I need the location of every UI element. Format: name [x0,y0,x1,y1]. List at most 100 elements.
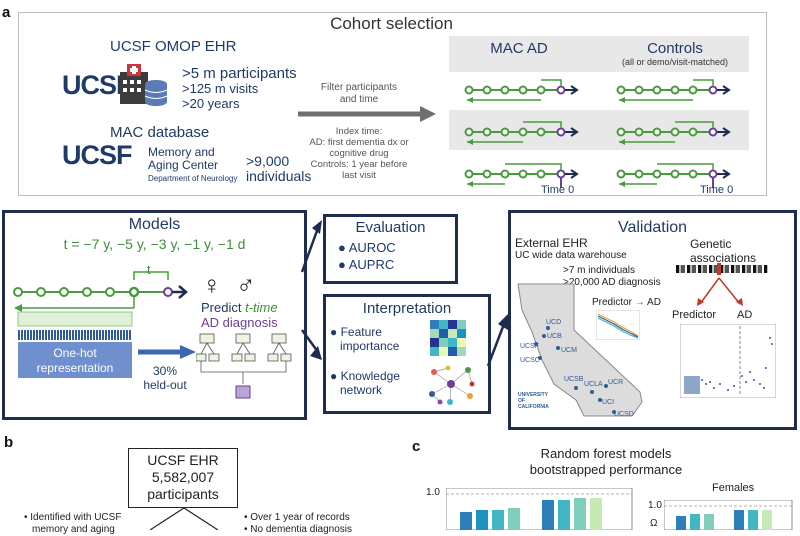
auroc-label: AUROC [348,240,396,255]
validation-title: Validation [617,219,688,236]
onehot-barcode [18,330,132,340]
controls-header: Controls [647,40,703,57]
time0-label-controls: Time 0 [700,184,734,196]
campus-uci: UCI [602,399,614,406]
left-note-line1: • Identified with UCSF [24,512,122,523]
mac-count-line2: individuals [246,168,312,184]
genome-locus-marker [717,263,721,275]
ehr-stat-participants: >5 m participants [182,65,297,82]
campus-ucsc: UCSC [520,357,540,364]
campus-ucr: UCR [608,379,623,386]
models-title: Models [128,216,181,233]
ext-stat-ad: >20,000 AD diagnosis [563,277,661,288]
index-line-4: Controls: 1 year before [310,159,408,170]
right-note-line1: • Over 1 year of records [244,512,350,523]
filter-label: Filter participants and time [300,82,418,106]
females-label: Females [712,482,755,494]
campus-ucd: UCD [546,319,561,326]
panel-c-tick-right: 1.0 [648,500,662,511]
female-symbol: ♀ [202,270,222,300]
evaluation-item-auroc: ● AUROC [338,240,396,255]
panel-b-branch-lines [149,508,219,530]
evaluation-title: Evaluation [355,219,426,236]
mac-name: Memory and Aging Center Department of Ne… [148,146,237,185]
mac-dept: Department of Neurology [148,174,238,183]
index-line-5: last visit [342,170,376,181]
predictor-ad-arrow: → [634,297,645,308]
panel-b-box-line1: UCSF EHR [147,452,219,468]
evaluation-list: ● AUROC ● AUPRC [338,239,396,273]
left-note-line2: memory and aging [32,524,115,535]
heldout-line2: held-out [143,378,187,392]
map-predictor-label: Predictor [592,297,633,308]
genetic-split-arrows [697,277,743,306]
filter-arrow [298,106,436,122]
mac-ad-header: MAC AD [490,40,548,57]
models-connector-arrows [300,220,322,360]
ucsf-ehr-box: UCSF EHR 5,582,007 participants [128,448,238,508]
knowledge-label: Knowledge [340,369,400,383]
onehot-line2: representation [36,361,114,375]
knowledge-network-icon [429,365,475,405]
time0-label-ad: Time 0 [541,184,575,196]
panel-c-title-line1: Random forest models [540,446,672,461]
mac-count: >9,000 individuals [246,154,311,184]
hospital-database-icon [120,64,168,106]
external-ehr-title: External EHR [515,236,588,250]
evaluation-item-auprc: ● AUPRC [338,257,395,272]
campus-ucsf: UCSF [520,343,539,350]
external-ehr-sub: UC wide data warehouse [515,250,627,261]
panel-letter-c: c [412,438,421,455]
campus-ucm: UCM [561,347,577,354]
panel-b-box-line3: participants [147,486,219,502]
feature-heatmap-icon [430,320,466,356]
cohort-timelines [464,79,730,188]
panel-b-left-note: • Identified with UCSF memory and aging [24,512,121,536]
campus-ucb: UCB [547,333,562,340]
panel-c-title: Random forest models bootstrapped perfor… [486,446,726,478]
ehr-stat-years: >20 years [182,96,240,111]
mac-name-line1: Memory and [148,145,215,159]
models-times: t = −7 y, −5 y, −3 y, −1 y, −1 d [63,236,246,252]
panel-letter-a: a [2,4,11,21]
ehr-stat-visits: >125 m visits [182,81,259,96]
panel-b-box-line2: 5,582,007 [151,469,215,485]
male-symbol: ♂ [236,270,256,300]
predict-label: Predict t-time AD diagnosis [201,300,278,330]
ext-stat-individuals: >7 m individuals [563,265,635,276]
interpretation-item-network: ● Knowledge network [330,369,400,397]
uc-logo-line3: CALIFORNIA [518,404,549,410]
right-note-line2: • No dementia diagnosis [244,524,353,535]
index-time-note: Index time: AD: first dementia dx or cog… [300,126,418,181]
heldout-arrow [138,345,196,359]
controls-subheader: (all or demo/visit-matched) [621,57,729,67]
panel-b-right-note: • Over 1 year of records • No dementia d… [244,512,352,536]
interpretation-title: Interpretation [362,300,452,317]
mac-count-line1: >9,000 [246,153,290,169]
feature-label: Feature [340,325,382,339]
genetic-ad-label: AD [737,309,753,321]
heldout-line1: 30% [152,364,178,378]
california-map: UCD UCSF UCSC UCM UCB UCSB UCLA UCR UCI … [517,283,643,418]
map-ad-label: AD [647,297,661,308]
boxplot-all [446,488,633,530]
filter-label-line1: Filter participants [320,82,398,93]
importance-label: importance [340,339,400,353]
panel-c-title-line2: bootstrapped performance [529,462,683,477]
filter-label-line2: and time [339,94,379,105]
uc-logo-line2: OF [518,398,525,404]
genome-bar [676,265,768,273]
cohort-header-band [449,36,749,72]
models-timeline [13,271,188,327]
onehot-line1: One-hot [53,346,97,360]
mini-roc-plot [596,310,640,340]
uc-logo-line1: UNIVERSITY [518,392,549,398]
interpretation-connector-arrow [486,314,508,367]
mac-name-line2: Aging Center [148,158,219,172]
campus-ucsd: UCSD [614,411,634,418]
external-ehr-stats: >7 m individuals >20,000 AD diagnosis [563,265,661,289]
index-line-1: Index time: [335,126,383,137]
auprc-label: AUPRC [348,257,395,272]
boxplot-females [664,500,793,530]
genetic-predictor-label: Predictor [672,309,717,321]
